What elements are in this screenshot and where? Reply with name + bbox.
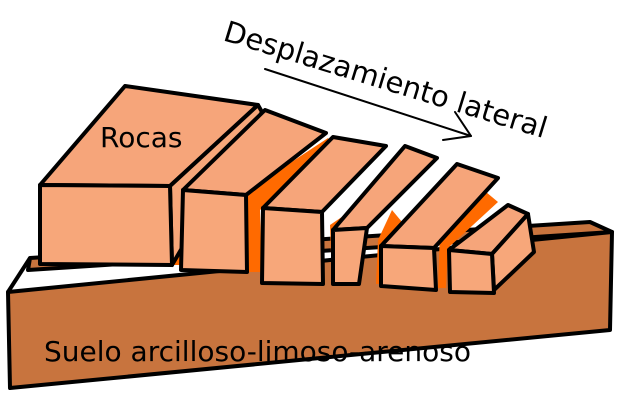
- rock-block-2-front: [179, 188, 249, 274]
- rock-block-6-front: [447, 248, 496, 295]
- rock-block-6: [447, 203, 536, 295]
- rock-blocks: [38, 84, 536, 295]
- soil-label: Suelo arcilloso-limoso-arenoso: [44, 335, 471, 368]
- rocks-label: Rocas: [100, 121, 182, 154]
- arrow-right-icon: [264, 68, 472, 141]
- rock-block-5-front: [379, 244, 438, 292]
- rock-block-4: [331, 144, 439, 286]
- rock-block-3-front: [260, 206, 325, 286]
- rock-block-2: [179, 108, 328, 274]
- rock-block-4-front: [331, 226, 369, 286]
- rock-block-1-front: [38, 183, 174, 267]
- rock-block-3: [260, 135, 388, 286]
- soil-edge: [6, 256, 32, 294]
- rock-block-5: [379, 162, 500, 292]
